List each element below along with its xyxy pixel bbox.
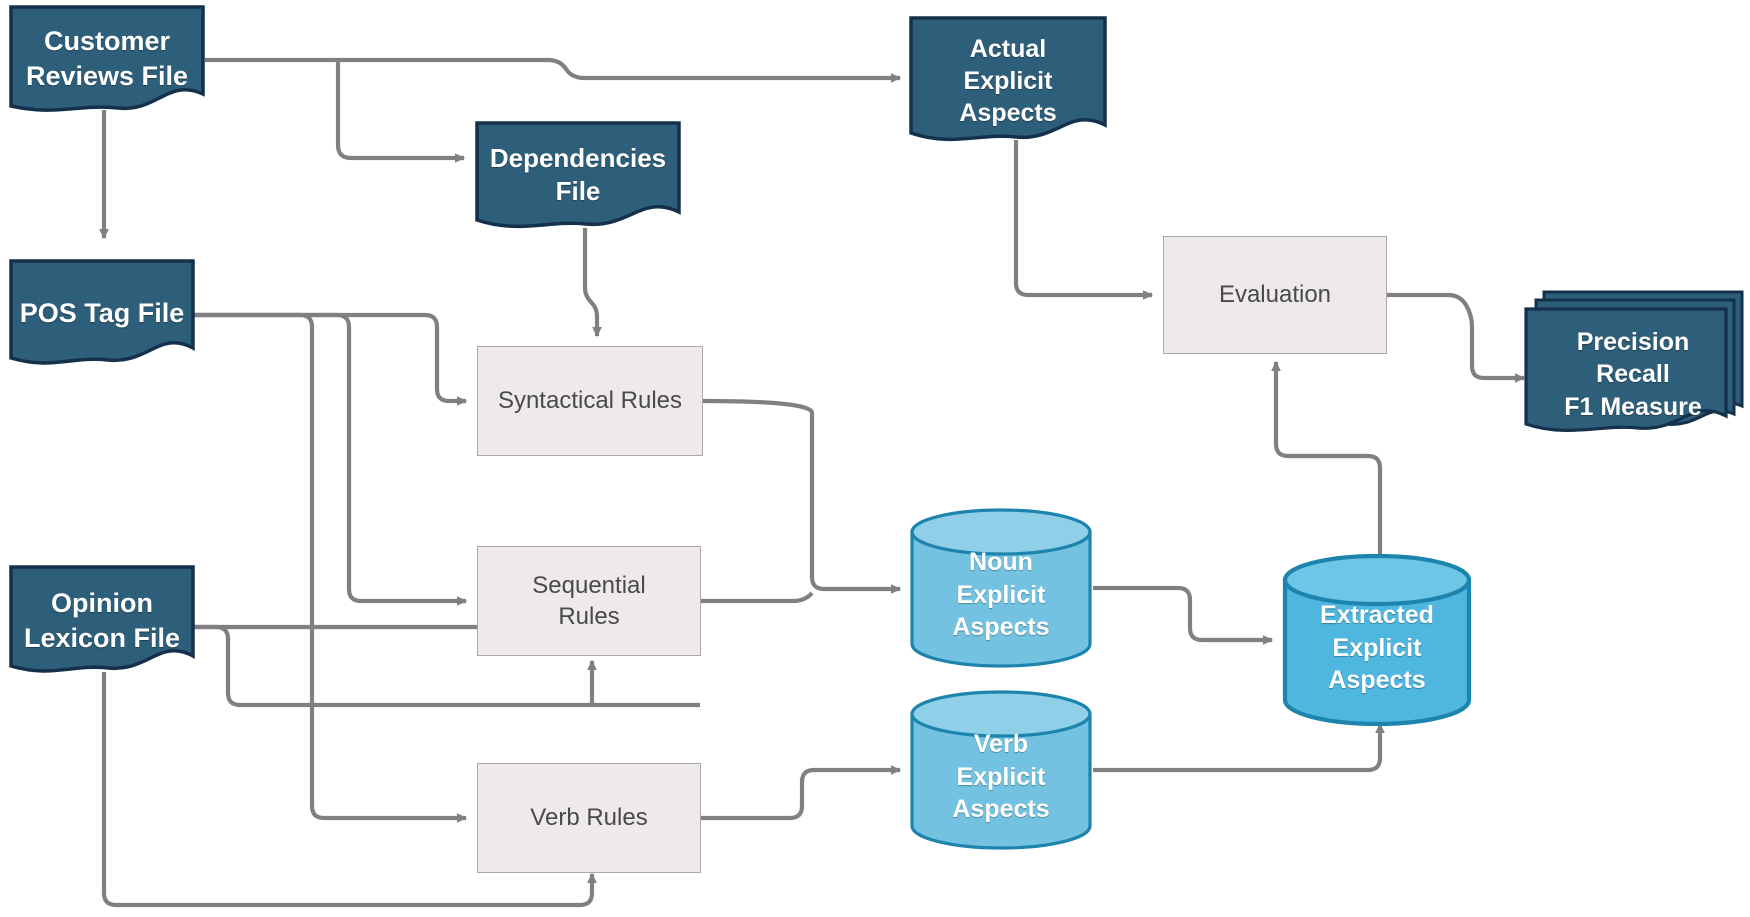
edge-verb-to-extracted [1093,722,1385,773]
node-dependencies-file[interactable]: Dependencies File [474,120,682,230]
node-evaluation[interactable]: Evaluation [1163,236,1387,354]
node-label: Extracted Explicit Aspects [1320,601,1434,695]
edge-sequential-to-noun [701,591,814,604]
edge-noun-to-extracted [1093,585,1274,645]
node-syntactical-rules[interactable]: Syntactical Rules [477,346,703,456]
node-verb-rules[interactable]: Verb Rules [477,763,701,873]
document-shape [9,259,195,365]
edge-extracted-to-evaluation [1271,360,1383,557]
edge-syntactical-to-noun [702,398,902,594]
document-shape [909,16,1107,142]
node-label: Syntactical Rules [497,387,683,415]
node-verb-explicit-aspects[interactable]: Verb Explicit Aspects [908,690,1094,850]
node-label: Customer Reviews File [25,26,189,91]
node-extracted-explicit-aspects[interactable]: Extracted Explicit Aspects [1280,554,1474,726]
node-customer-reviews-file[interactable]: Customer Reviews File [8,4,206,114]
cylinder-shape [1282,554,1472,726]
cylinder-shape [910,690,1092,850]
edge-reviews-to-actual [205,57,902,83]
node-actual-explicit-aspects[interactable]: Actual Explicit Aspects [908,15,1108,147]
cylinder-shape [910,508,1092,668]
node-label: Noun Explicit Aspects [952,548,1050,642]
node-noun-explicit-aspects[interactable]: Noun Explicit Aspects [908,508,1094,668]
edge-pos-to-verb [192,312,468,823]
document-shape [475,121,681,229]
edge-opinion-trunk-jog [192,624,700,708]
edge-dependencies-to-syntactical [582,228,602,338]
node-label: Verb Rules [530,804,648,832]
node-opinion-lexicon-file[interactable]: Opinion Lexicon File [8,564,196,678]
node-pos-tag-file[interactable]: POS Tag File [8,258,196,368]
node-label: Precision Recall F1 Measure [1564,327,1702,421]
stacked-document-shape [1524,290,1744,432]
node-label: Sequential Rules [532,571,646,630]
node-label: Actual Explicit Aspects [959,35,1057,127]
edge-pos-to-sequential [192,312,468,606]
node-label: Opinion Lexicon File [23,588,181,653]
edge-evaluation-to-metrics [1387,292,1526,383]
document-shape [9,565,195,673]
node-label: Dependencies File [489,142,667,206]
node-label: Evaluation [1218,281,1332,309]
edge-verbrules-to-verbaspects [701,765,902,821]
node-sequential-rules[interactable]: Sequential Rules [477,546,701,656]
edge-opinion-to-verb-rules [101,672,597,908]
edge-actual-to-evaluation [1013,140,1154,300]
node-label: POS Tag File [19,297,185,328]
node-precision-recall-f1[interactable]: Precision Recall F1 Measure [1520,288,1746,453]
document-shape [9,5,205,112]
edge-reviews-to-dependencies [335,61,466,163]
edge-opinion-to-sequential-arrow [425,401,466,627]
node-label: Verb Explicit Aspects [952,730,1050,824]
edge-pos-to-syntactical [192,312,468,406]
